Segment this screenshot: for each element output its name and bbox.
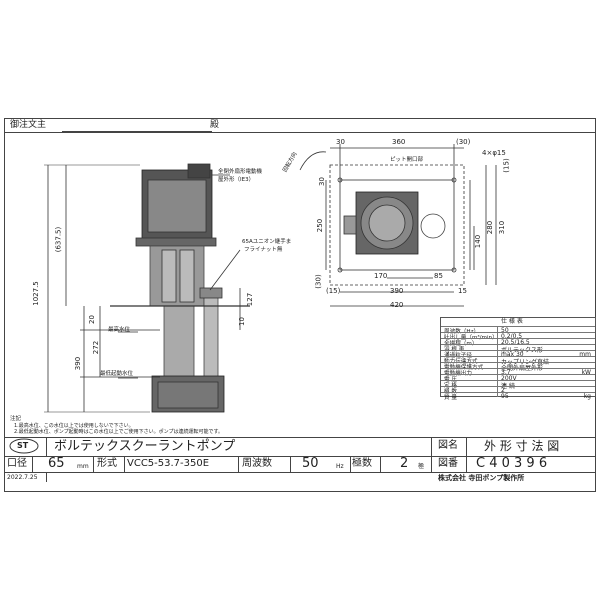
- spec-value: 50: [501, 327, 509, 334]
- dim-top-30-right: (30): [456, 138, 471, 146]
- spec-unit: kW: [581, 369, 591, 376]
- spec-value: 200V: [501, 375, 517, 382]
- freq-label: 周波数: [242, 458, 272, 469]
- order-name-underline: [62, 131, 212, 132]
- spec-label: 質 量: [444, 395, 457, 401]
- dim-top-30: 30: [336, 138, 345, 146]
- union-sub-label: フライナット無: [244, 247, 283, 253]
- bore-value: 65: [48, 456, 65, 471]
- drawing-no-label: 図番: [438, 458, 458, 469]
- column-pipe: [163, 305, 195, 379]
- dim-bot-420: 420: [390, 301, 404, 309]
- dim-side-310: 310: [498, 220, 507, 235]
- product-name: ボルテックスクーラントポンプ: [54, 439, 236, 454]
- dim-bot-170: 170: [374, 272, 388, 280]
- notes-heading: 注記: [10, 416, 22, 422]
- freq-value: 50: [302, 456, 319, 471]
- max-level-label: 最高水位: [108, 327, 131, 333]
- dim-637: (637.5): [54, 226, 63, 253]
- drawing-name-label: 図名: [438, 440, 458, 451]
- spec-unit: kg: [583, 393, 591, 400]
- poles-unit: 極: [418, 463, 425, 470]
- order-label: 御注文主: [10, 120, 47, 130]
- drawing-date: 2022.7.25: [7, 474, 38, 481]
- logo-text: ST: [17, 441, 29, 450]
- drawing-name: 外 形 寸 法 図: [484, 439, 560, 453]
- model-label: 形式: [97, 458, 117, 469]
- spec-value: 95: [501, 393, 509, 400]
- spec-value: max 30: [501, 351, 524, 358]
- dim-top-360: 360: [392, 138, 406, 146]
- bore-label: 口径: [7, 458, 27, 469]
- dim-127: 127: [246, 292, 255, 307]
- honorific: 殿: [210, 120, 220, 130]
- min-level-label: 最低起動水位: [100, 371, 134, 377]
- dim-1027: 1027.5: [31, 281, 40, 306]
- note-2: 2.最低起動水位、ポンプ起動時はこの水位以上でご使用下さい。ポンプは連続運転可能…: [14, 429, 223, 435]
- spec-value: 0.2/0.5: [501, 333, 523, 340]
- poles-value: 2: [400, 456, 409, 471]
- motor-sub-label: 屋外形（IE3）: [218, 177, 255, 183]
- order-header: [4, 118, 596, 133]
- dim-side-280: 280: [486, 220, 495, 235]
- dim-side-140: 140: [474, 234, 483, 249]
- dim-20: 20: [87, 315, 96, 324]
- spec-title: 仕 様 表: [501, 318, 523, 325]
- dim-bot-85: 85: [434, 272, 443, 280]
- holes-label: 4×φ15: [482, 149, 506, 157]
- drawing-no: C 4 0 3 9 6: [476, 456, 548, 471]
- dim-390: 390: [74, 356, 83, 371]
- spec-value: 20.5/16.5: [501, 339, 530, 346]
- company-logo: [9, 438, 39, 454]
- model-value: VCC5-53.7-350E: [127, 458, 210, 469]
- motor-label: 全閉外扇形電動機: [218, 169, 263, 175]
- dim-10: 10: [237, 317, 246, 326]
- dim-side-30-top: 30: [317, 177, 326, 186]
- note-1: 1.最高水位、この水位以上では使用しないで下さい。: [14, 423, 134, 429]
- bore-unit: mm: [77, 463, 89, 470]
- dim-side-250: 250: [316, 218, 325, 233]
- company-name: 株式会社 寺田ポンプ製作所: [438, 474, 525, 482]
- dim-side-30-bot: (30): [314, 274, 323, 289]
- pit-plate: [339, 179, 455, 271]
- spec-unit: mm: [579, 351, 591, 358]
- dim-272: 272: [92, 340, 101, 355]
- spec-value: 2: [501, 387, 505, 394]
- dim-bot-15-left: (15): [326, 287, 341, 295]
- poles-label: 極数: [352, 458, 372, 469]
- discharge-pipe: [203, 293, 219, 387]
- drawing-frame: [4, 118, 596, 492]
- dim-side-15-top: (15): [502, 158, 511, 173]
- dim-bot-390: 390: [390, 287, 404, 295]
- freq-unit: Hz: [336, 463, 344, 470]
- pit-label: ピット開口部: [390, 157, 424, 163]
- spec-value: 3.7: [501, 369, 511, 376]
- dim-bot-15-right: 15: [458, 287, 467, 295]
- union-label: 65Aユニオン継手ま: [242, 239, 292, 245]
- spec-table: 仕 様 表 周波数（Hz）50 吐出し量（m³/min）0.2/0.5 全揚程（…: [440, 317, 596, 401]
- coupling-frame: [149, 245, 205, 307]
